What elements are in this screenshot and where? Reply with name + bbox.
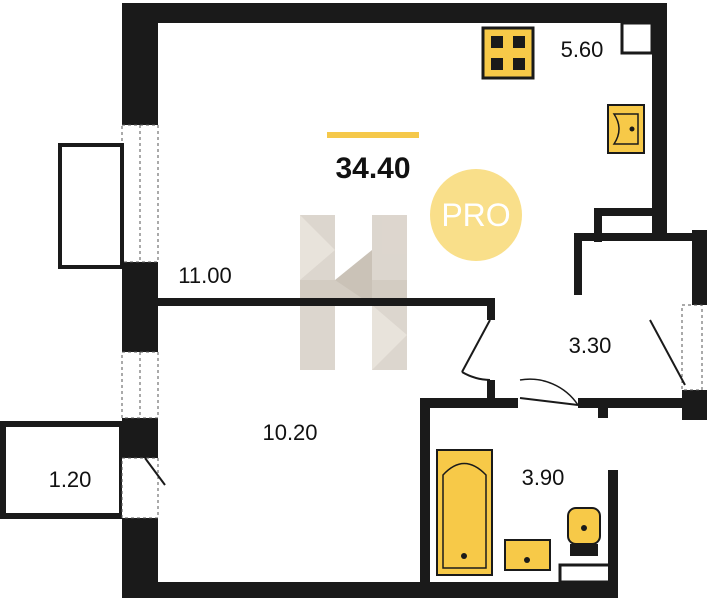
total-area: 34.40 xyxy=(335,152,410,185)
bathroom-area: 3.90 xyxy=(522,465,565,490)
pro-badge-text: PRO xyxy=(441,197,510,233)
toilet-icon xyxy=(567,507,601,556)
balcony-area: 1.20 xyxy=(49,467,92,492)
hall-area: 3.30 xyxy=(569,333,612,358)
kitchen-area: 5.60 xyxy=(561,37,604,62)
bedroom-area: 10.20 xyxy=(262,420,317,445)
sink-icon xyxy=(607,104,645,154)
living-area: 11.00 xyxy=(178,263,231,288)
watermark-logo xyxy=(300,215,407,370)
walls xyxy=(122,3,707,598)
doors xyxy=(144,319,686,486)
stove-icon xyxy=(481,26,535,80)
washbasin-icon xyxy=(504,539,551,571)
total-area-accent-bar xyxy=(327,132,419,138)
bathtub-icon xyxy=(436,449,493,576)
towel-rail xyxy=(558,563,612,584)
windows xyxy=(121,124,703,419)
pro-badge: PRO xyxy=(430,169,522,261)
upper-balcony xyxy=(58,143,124,269)
